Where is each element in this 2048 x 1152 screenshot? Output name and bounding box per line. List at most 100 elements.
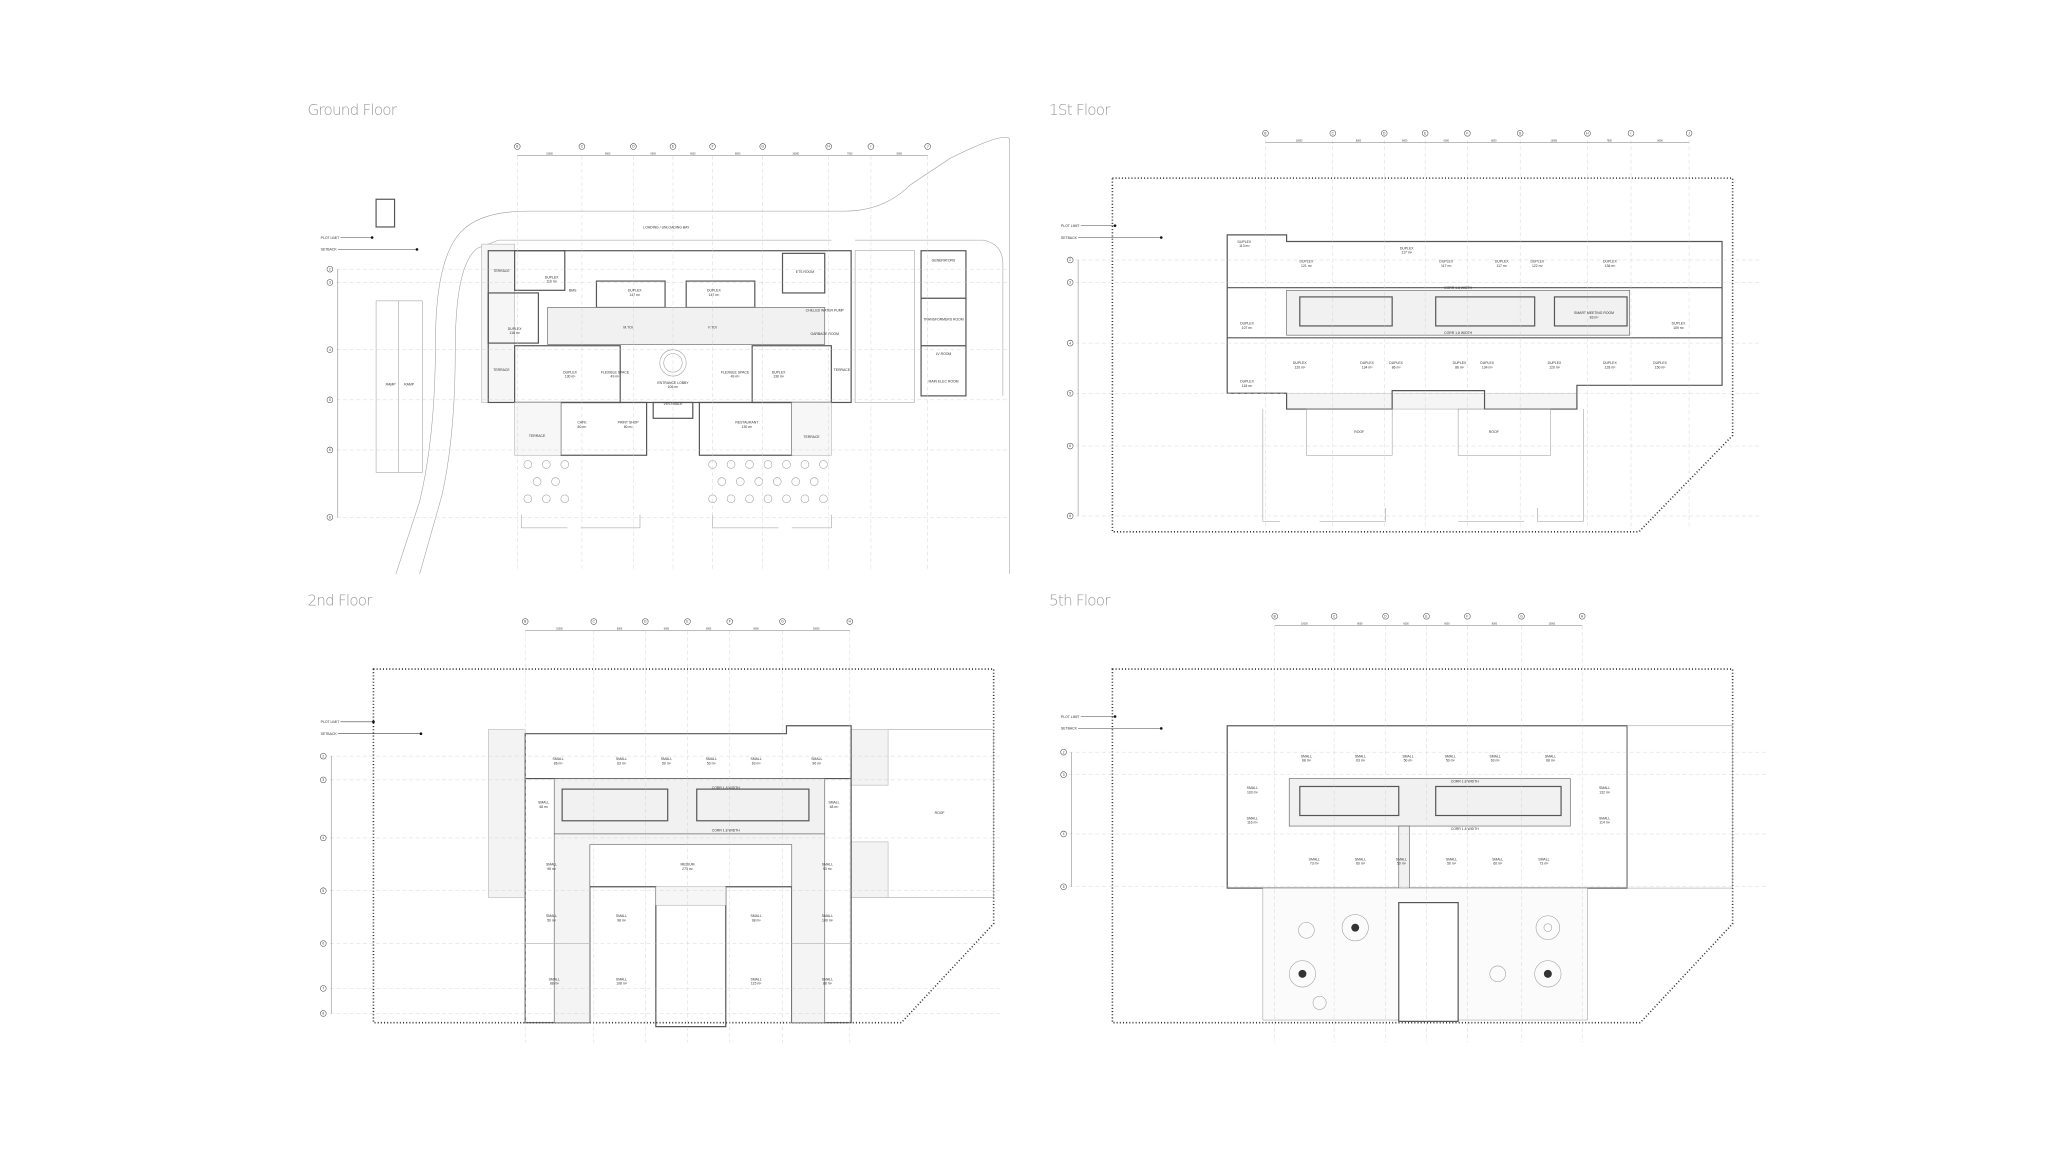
setback-marker [1159, 727, 1163, 730]
table-icon [782, 460, 791, 469]
grid-bubble [320, 834, 327, 842]
setback-label: SETBACK [1061, 236, 1078, 240]
dimension-label: 8000 [753, 628, 759, 631]
dimension-label: 8000 [735, 153, 741, 156]
room-label: TERRACE [834, 368, 851, 372]
room-name: SMALL [553, 757, 564, 761]
room-area: 86 m² [1455, 365, 1465, 369]
fifth-floor-title: 5th Floor [1049, 592, 1111, 610]
room-name: SMALL [822, 863, 833, 867]
grid-bubble [1067, 279, 1074, 286]
room-name: SMALL [616, 914, 627, 918]
setback-label: SETBACK [1061, 727, 1078, 731]
tree-icon [1288, 960, 1316, 988]
grid-column-label: B [524, 620, 526, 624]
table-icon [542, 460, 551, 469]
room-area: 73 m² [1540, 862, 1550, 866]
grid-column-label: C [1332, 131, 1335, 135]
grid-column-label: G [781, 620, 784, 624]
room-area: 50 m² [1446, 759, 1456, 763]
grid-row-label: 3 [1069, 281, 1071, 285]
table-icon [560, 494, 570, 504]
room-name: SMALL [1355, 857, 1366, 861]
dimension-label: 6000 [1403, 622, 1409, 625]
room-name: PRINT SHOP [618, 421, 640, 425]
ground-floor-plan [375, 136, 1010, 575]
room-label: CHILLED WATER PUMP [806, 308, 845, 312]
room-area: 80 m² [624, 425, 634, 429]
dimension-label: 6000 [1444, 139, 1450, 142]
room-name: SMALL [1599, 786, 1610, 790]
room-name: ENTRANCE LOBBY [657, 381, 689, 385]
room-area: 50 m² [1404, 759, 1414, 763]
dimension-label: 6000 [706, 628, 712, 631]
room-area: 96 m² [812, 761, 822, 765]
fifth-floor-plan [1111, 668, 1734, 1024]
room-area: 116 m² [509, 331, 520, 335]
grid-bubble [1464, 613, 1471, 620]
grid-row-label: 4 [1063, 832, 1065, 836]
grid-column-label: D [1384, 614, 1387, 618]
table-icon [523, 460, 533, 469]
room-area: 113 m² [1239, 244, 1250, 248]
room-area: 50 m² [1447, 862, 1457, 866]
room-area: 98 m² [617, 918, 627, 922]
room-name: CHILLED WATER PUMP [806, 308, 845, 312]
setback-label: SETBACK [321, 248, 338, 252]
grid-bubble [1060, 771, 1067, 778]
grid-column-label: G [761, 145, 764, 149]
room-name: DUPLEX [1439, 260, 1453, 264]
grid-column-label: F [1466, 131, 1468, 135]
room-label: GARBAGE ROOM [810, 332, 839, 336]
dimension-label: 10000 [1296, 139, 1303, 142]
grid-bubble [759, 143, 766, 150]
grid-bubble [326, 266, 334, 273]
first-floor-title: 1St Floor [1049, 101, 1111, 119]
room-label: TERRACE [493, 269, 510, 273]
room-label: CORR 1.8 WIDTH [1451, 827, 1479, 831]
room-label: CORR 1.8 WIDTH [712, 786, 740, 790]
grid-bubble [1329, 130, 1336, 137]
room-area: 49 m² [611, 375, 621, 379]
room-label: BMS [569, 289, 577, 293]
room-area: 117 m² [1441, 264, 1452, 268]
grid-bubble [326, 279, 334, 286]
grid-column-label: B [1264, 131, 1266, 135]
plot-limit-marker [1113, 715, 1117, 718]
room-area: 68 m² [1546, 759, 1556, 763]
room-area: 86 m² [1392, 365, 1402, 369]
room-area: 120 m² [1549, 365, 1561, 369]
setback-marker [1159, 236, 1163, 239]
table-icon [551, 477, 560, 486]
room-name: SMALL [828, 801, 839, 805]
table-icon [819, 494, 828, 504]
room-label: M.TOI [623, 326, 632, 330]
grid-bubble [326, 514, 334, 521]
room-label: ETS ROOM [796, 270, 814, 274]
plot-limit-label: PLOT LIMIT [321, 720, 340, 724]
grid-bubble [514, 143, 521, 150]
room-name: SMALL [549, 977, 560, 981]
room-label: RAMP [404, 382, 415, 386]
room-area: 63 m² [1356, 759, 1366, 763]
room-name: BMS [569, 289, 577, 293]
